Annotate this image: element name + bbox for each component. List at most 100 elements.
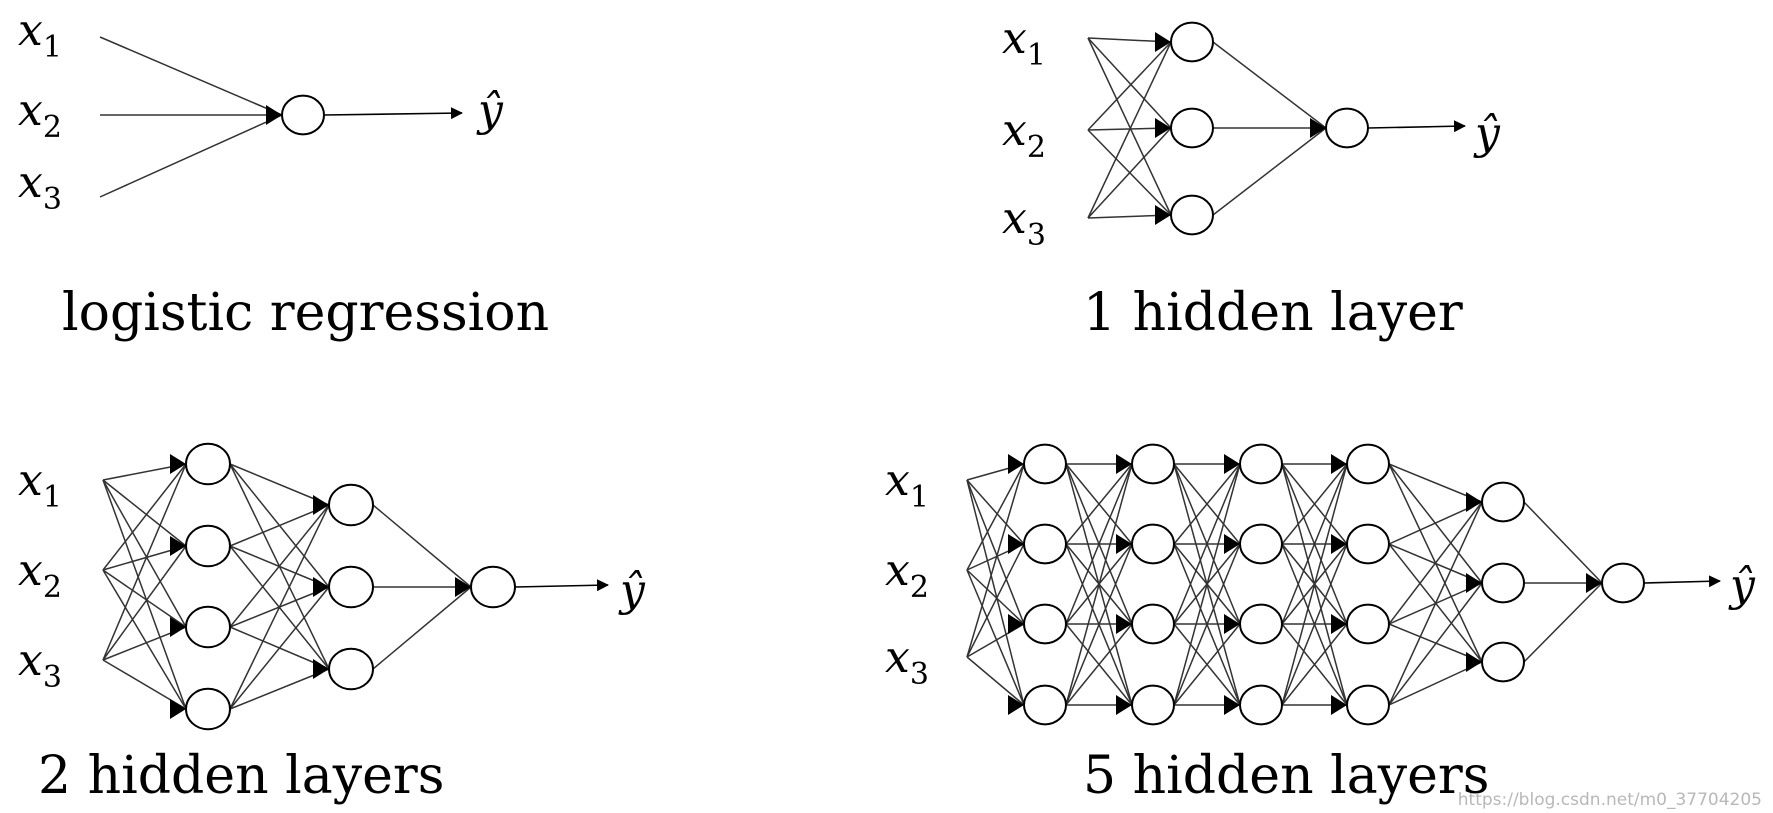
- edge: [1281, 543, 1348, 706]
- hidden-node-l1-1: [1023, 443, 1067, 485]
- output-arrow: [514, 579, 609, 592]
- edge: [1388, 463, 1483, 663]
- edge: [229, 545, 330, 670]
- edge-arrowhead: [1466, 573, 1482, 593]
- caption-one-hidden-layer: 1 hidden layer: [1083, 283, 1463, 343]
- edge-arrowhead: [1224, 614, 1240, 634]
- edge: [966, 656, 1025, 706]
- edge: [1173, 463, 1241, 625]
- hidden-node-l4-4: [1346, 684, 1390, 726]
- edge-arrowhead: [455, 577, 471, 597]
- hidden-node-l4-3: [1346, 603, 1390, 645]
- edge-arrowhead: [170, 454, 186, 474]
- edge: [1087, 129, 1172, 216]
- input-label-3: x3: [18, 635, 62, 695]
- edge-arrowhead: [170, 699, 186, 719]
- output-arrow: [323, 107, 463, 120]
- edge: [372, 586, 472, 670]
- nodes: [1170, 21, 1369, 236]
- edge: [229, 626, 330, 670]
- edge-arrowhead: [1310, 118, 1326, 138]
- edge-arrowhead: [313, 659, 329, 679]
- edge: [99, 36, 283, 116]
- edge: [966, 463, 1025, 571]
- edge-arrowhead: [1331, 695, 1347, 715]
- edge-arrowhead: [1155, 118, 1171, 138]
- edge: [1065, 623, 1133, 706]
- edge-arrowhead: [1224, 695, 1240, 715]
- hidden-node-l2-4: [1131, 684, 1175, 726]
- edge-arrowhead: [1155, 32, 1171, 52]
- edge-arrowhead: [313, 577, 329, 597]
- edge-arrowhead: [313, 495, 329, 515]
- edge: [1173, 543, 1241, 706]
- edge: [966, 569, 1025, 706]
- edge-arrowhead: [1331, 454, 1347, 474]
- output-node: [1325, 107, 1369, 149]
- edge: [102, 569, 187, 628]
- edge: [1281, 463, 1348, 706]
- edge: [966, 543, 1025, 658]
- hidden-node-l2-1: [328, 483, 374, 527]
- input-label-2: x2: [1002, 105, 1046, 165]
- edge: [1087, 41, 1172, 131]
- output-arrow: [1643, 575, 1721, 588]
- hidden-node-l1-2: [1170, 107, 1214, 149]
- input-label-3: x3: [18, 157, 62, 217]
- edge-arrowhead: [1466, 652, 1482, 672]
- edge: [1065, 463, 1133, 625]
- edge: [1388, 582, 1483, 706]
- edges: [966, 454, 1603, 715]
- edge-arrowhead: [1116, 534, 1132, 554]
- output-label: ŷ: [1728, 560, 1756, 611]
- caption-logistic-regression: logistic regression: [62, 283, 549, 343]
- edge: [1173, 463, 1241, 545]
- edge: [1388, 463, 1483, 584]
- input-label-2: x2: [18, 85, 62, 145]
- edge-arrowhead: [1331, 614, 1347, 634]
- hidden-node-l1-1: [185, 442, 231, 486]
- edge-arrowhead: [170, 617, 186, 637]
- edge-arrowhead: [1466, 492, 1482, 512]
- edge: [966, 479, 1025, 706]
- edge: [229, 463, 330, 506]
- edge: [102, 479, 187, 628]
- edge: [1065, 463, 1133, 706]
- edge-arrowhead: [1586, 573, 1602, 593]
- edge: [1281, 623, 1348, 706]
- edge: [1281, 463, 1348, 545]
- edge: [1087, 37, 1172, 216]
- nodes: [185, 442, 516, 731]
- caption-two-hidden-layers: 2 hidden layers: [38, 746, 444, 806]
- edge-arrowhead: [1008, 534, 1024, 554]
- input-label-1: x1: [885, 455, 929, 515]
- hidden-node-l3-2: [1239, 523, 1283, 565]
- edge-arrowhead: [1224, 454, 1240, 474]
- edge-arrowhead: [1116, 614, 1132, 634]
- edge: [229, 463, 330, 670]
- edge: [1087, 41, 1172, 219]
- hidden-node-l2-1: [1131, 443, 1175, 485]
- hidden-node-l5-1: [1481, 481, 1525, 523]
- edge-arrowhead: [1116, 454, 1132, 474]
- output-arrow: [1367, 120, 1466, 133]
- hidden-node-l2-2: [328, 565, 374, 609]
- input-label-1: x1: [18, 455, 62, 515]
- edges: [1087, 32, 1327, 225]
- hidden-node-l2-3: [328, 647, 374, 691]
- edge: [102, 479, 187, 710]
- edge: [1212, 127, 1327, 216]
- input-label-1: x1: [1002, 13, 1046, 73]
- edge: [229, 463, 330, 588]
- hidden-node-l5-3: [1481, 641, 1525, 683]
- watermark: https://blog.csdn.net/m0_37704205: [1458, 790, 1762, 810]
- output-label: ŷ: [1473, 108, 1501, 159]
- edge-arrowhead: [266, 105, 282, 125]
- edge-arrowhead: [1008, 695, 1024, 715]
- edge: [1065, 463, 1133, 545]
- edge-arrowhead: [170, 536, 186, 556]
